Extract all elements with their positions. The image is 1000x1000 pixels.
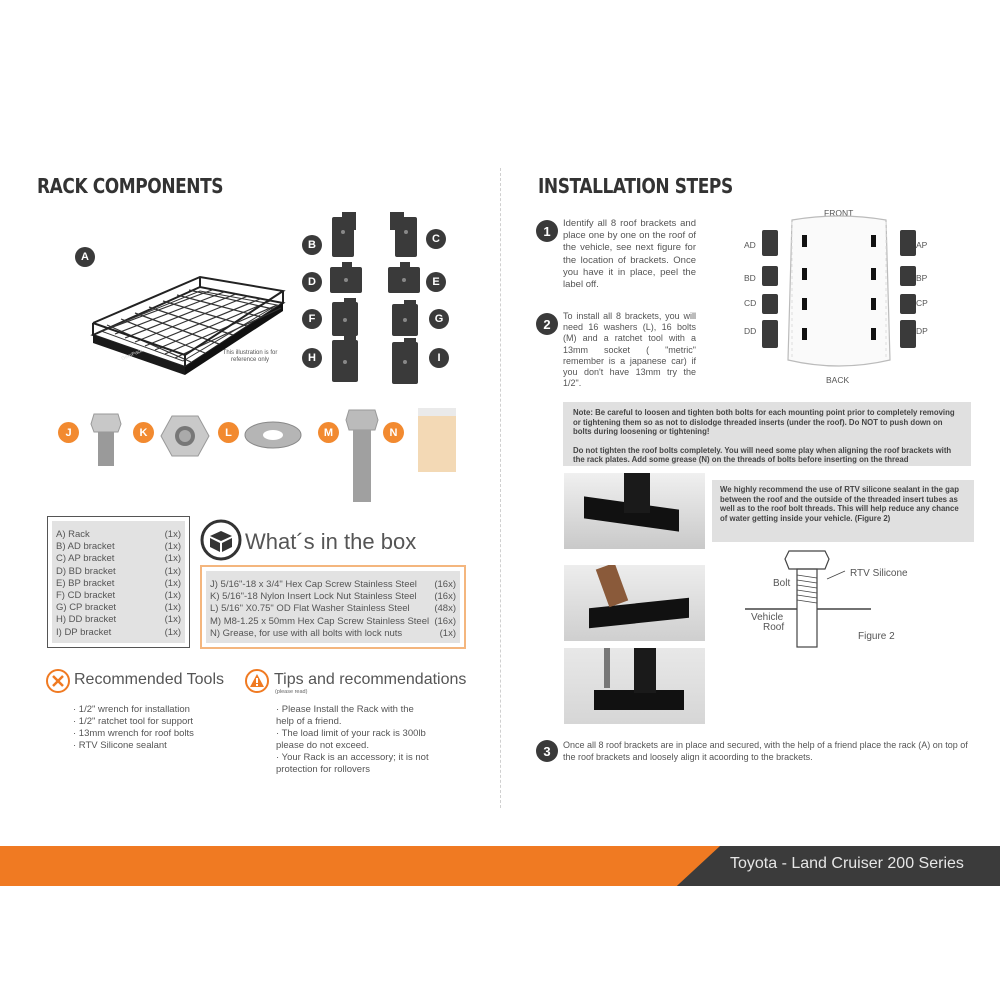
roof-brackets-diagram	[762, 215, 916, 367]
component-row: B) AD bracket(1x)	[56, 541, 181, 553]
list-item: · 13mm wrench for roof bolts	[73, 728, 194, 739]
diagram-back-label: BACK	[826, 375, 850, 385]
flat-washer-icon	[244, 421, 302, 449]
diagram-label-dd: DD	[744, 326, 757, 336]
installation-steps-heading: INSTALLATION STEPS	[538, 174, 733, 198]
box-item-row: J) 5/16"-18 x 3/4" Hex Cap Screw Stainle…	[210, 579, 456, 590]
footer-model-title: Toyota - Land Cruiser 200 Series	[730, 855, 964, 872]
rack-components-heading: RACK COMPONENTS	[37, 174, 224, 198]
box-contents-panel: J) 5/16"-18 x 3/4" Hex Cap Screw Stainle…	[200, 565, 466, 649]
fig2-vehicle-roof-label: Vehicle Roof	[751, 613, 784, 633]
brackets-illustration	[330, 212, 420, 384]
part-badge-n: N	[383, 422, 404, 443]
step-1-text: Identify all 8 roof brackets and place o…	[563, 218, 696, 291]
page-divider	[500, 168, 501, 808]
fig2-bolt-label: Bolt	[773, 578, 791, 589]
diagram-label-bd: BD	[744, 273, 756, 283]
part-badge-i: I	[429, 348, 449, 368]
component-row: A) Rack(1x)	[56, 529, 181, 540]
warning-icon	[245, 669, 269, 693]
step-2-text: To install all 8 brackets, you will need…	[563, 311, 696, 389]
part-badge-e: E	[426, 272, 446, 292]
list-item: · The load limit of your rack is 300lb	[276, 728, 426, 739]
list-item: help of a friend.	[276, 716, 342, 727]
roof-rack-illustration	[90, 275, 286, 375]
fig2-roof-label: Roof	[763, 622, 785, 633]
fig2-caption: Figure 2	[858, 631, 895, 642]
installation-photo-2	[564, 565, 705, 641]
part-badge-g: G	[429, 309, 449, 329]
box-item-row: L) 5/16" X0.75" OD Flat Washer Stainless…	[210, 603, 456, 615]
component-row: D) BD bracket(1x)	[56, 565, 181, 577]
recommended-tools-title: Recommended Tools	[74, 671, 225, 688]
box-item-row: N) Grease, for use with all bolts with l…	[210, 627, 456, 639]
list-item: please do not exceed.	[276, 740, 369, 751]
diagram-label-bp: BP	[916, 273, 928, 283]
list-item: protection for rollovers	[276, 764, 370, 775]
step-2-badge: 2	[536, 313, 558, 335]
component-row: E) BP bracket(1x)	[56, 577, 181, 589]
m8-screw-icon	[345, 409, 379, 502]
step-3-text: Once all 8 roof brackets are in place an…	[563, 740, 968, 762]
tips-list: · Please Install the Rack with the help …	[276, 704, 429, 776]
lock-nut-icon	[160, 415, 210, 457]
part-badge-b: B	[302, 235, 322, 255]
caution-note: Note: Be careful to loosen and tighten b…	[563, 402, 971, 466]
tools-list: · 1/2" wrench for installation · 1/2" ra…	[73, 704, 194, 752]
part-badge-c: C	[426, 229, 446, 249]
tightening-note-text: Do not tighten the roof bolts completely…	[573, 445, 952, 465]
list-item: · 1/2" ratchet tool for support	[73, 716, 194, 727]
list-item: · Your Rack is an accessory; it is not	[276, 752, 429, 763]
diagram-label-cd: CD	[744, 298, 757, 308]
part-badge-a: A	[75, 247, 95, 267]
hex-screw-icon	[90, 413, 122, 466]
tools-icon	[46, 669, 70, 693]
tips-subtitle: (please read)	[275, 689, 308, 695]
part-badge-j: J	[58, 422, 79, 443]
diagram-label-ap: AP	[916, 240, 928, 250]
step-1-badge: 1	[536, 220, 558, 242]
rtv-recommendation-note: We highly recommend the use of RTV silic…	[712, 480, 974, 542]
diagram-label-cp: CP	[916, 298, 928, 308]
tips-title: Tips and recommendations	[274, 671, 467, 688]
figure-2-bolt-diagram	[745, 550, 871, 648]
diagram-front-label: FRONT	[824, 208, 854, 218]
part-badge-f: F	[302, 309, 322, 329]
step-3-badge: 3	[536, 740, 558, 762]
component-row: C) AP bracket(1x)	[56, 553, 181, 565]
part-badge-l: L	[218, 422, 239, 443]
diagram-label-dp: DP	[916, 326, 928, 336]
component-row: G) CP bracket(1x)	[56, 602, 181, 614]
installation-photo-3	[564, 648, 705, 724]
list-item: · Please Install the Rack with the	[276, 704, 414, 715]
part-badge-d: D	[302, 272, 322, 292]
whats-in-the-box-title: What´s in the box	[245, 529, 417, 554]
list-item: · RTV Silicone sealant	[73, 740, 167, 751]
box-item-row: M) M8-1.25 x 50mm Hex Cap Screw Stainles…	[210, 615, 456, 627]
installation-photo-1	[564, 473, 705, 549]
part-badge-k: K	[133, 422, 154, 443]
illustration-note: This illustration is for reference only	[222, 350, 278, 363]
component-row: H) DD bracket(1x)	[56, 614, 181, 626]
box-item-row: K) 5/16"-18 Nylon Insert Lock Nut Stainl…	[210, 591, 456, 603]
fig2-vehicle-label: Vehicle	[751, 612, 784, 623]
box-icon	[200, 519, 242, 561]
list-item: · 1/2" wrench for installation	[73, 704, 190, 715]
grease-packet-image	[418, 408, 456, 472]
fig2-rtv-label: RTV Silicone	[850, 568, 908, 579]
footer-accent	[0, 846, 720, 886]
component-row: I) DP bracket(1x)	[56, 626, 181, 638]
components-list-box: A) Rack(1x) B) AD bracket(1x) C) AP brac…	[47, 516, 190, 648]
caution-note-text: Note: Be careful to loosen and tighten b…	[573, 408, 955, 436]
part-badge-h: H	[302, 348, 322, 368]
part-badge-m: M	[318, 422, 339, 443]
diagram-label-ad: AD	[744, 240, 756, 250]
component-row: F) CD bracket(1x)	[56, 590, 181, 602]
